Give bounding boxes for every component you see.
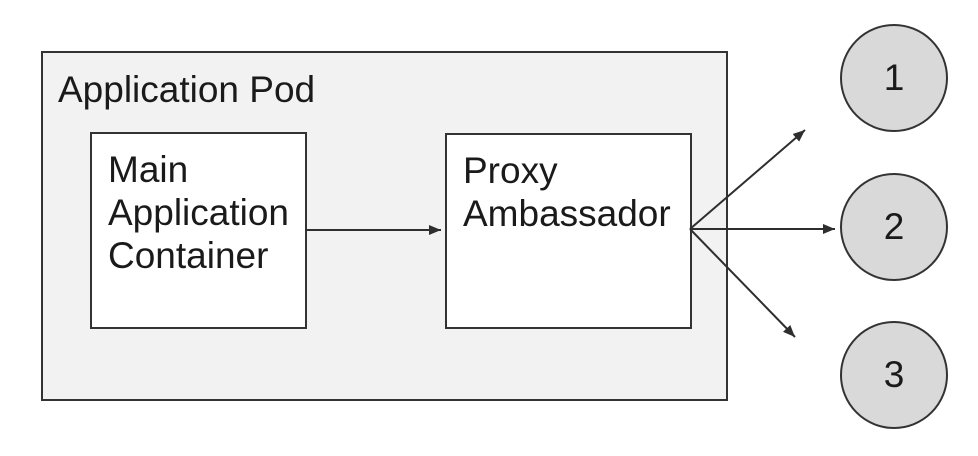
main-application-container-label: Main Application Container xyxy=(108,149,290,276)
endpoint-node-1: 1 xyxy=(840,24,948,132)
application-pod: Application Pod Main Application Contain… xyxy=(41,51,728,401)
endpoint-node-2: 2 xyxy=(840,173,948,281)
main-application-container-box: Main Application Container xyxy=(90,132,307,329)
endpoint-node-1-label: 1 xyxy=(883,57,905,98)
endpoint-node-3-label: 3 xyxy=(883,354,905,395)
endpoint-node-2-label: 2 xyxy=(883,206,905,247)
proxy-ambassador-label: Proxy Ambassador xyxy=(463,150,671,234)
application-pod-label: Application Pod xyxy=(58,69,316,110)
proxy-ambassador-box: Proxy Ambassador xyxy=(445,133,692,329)
endpoint-node-3: 3 xyxy=(840,321,948,429)
